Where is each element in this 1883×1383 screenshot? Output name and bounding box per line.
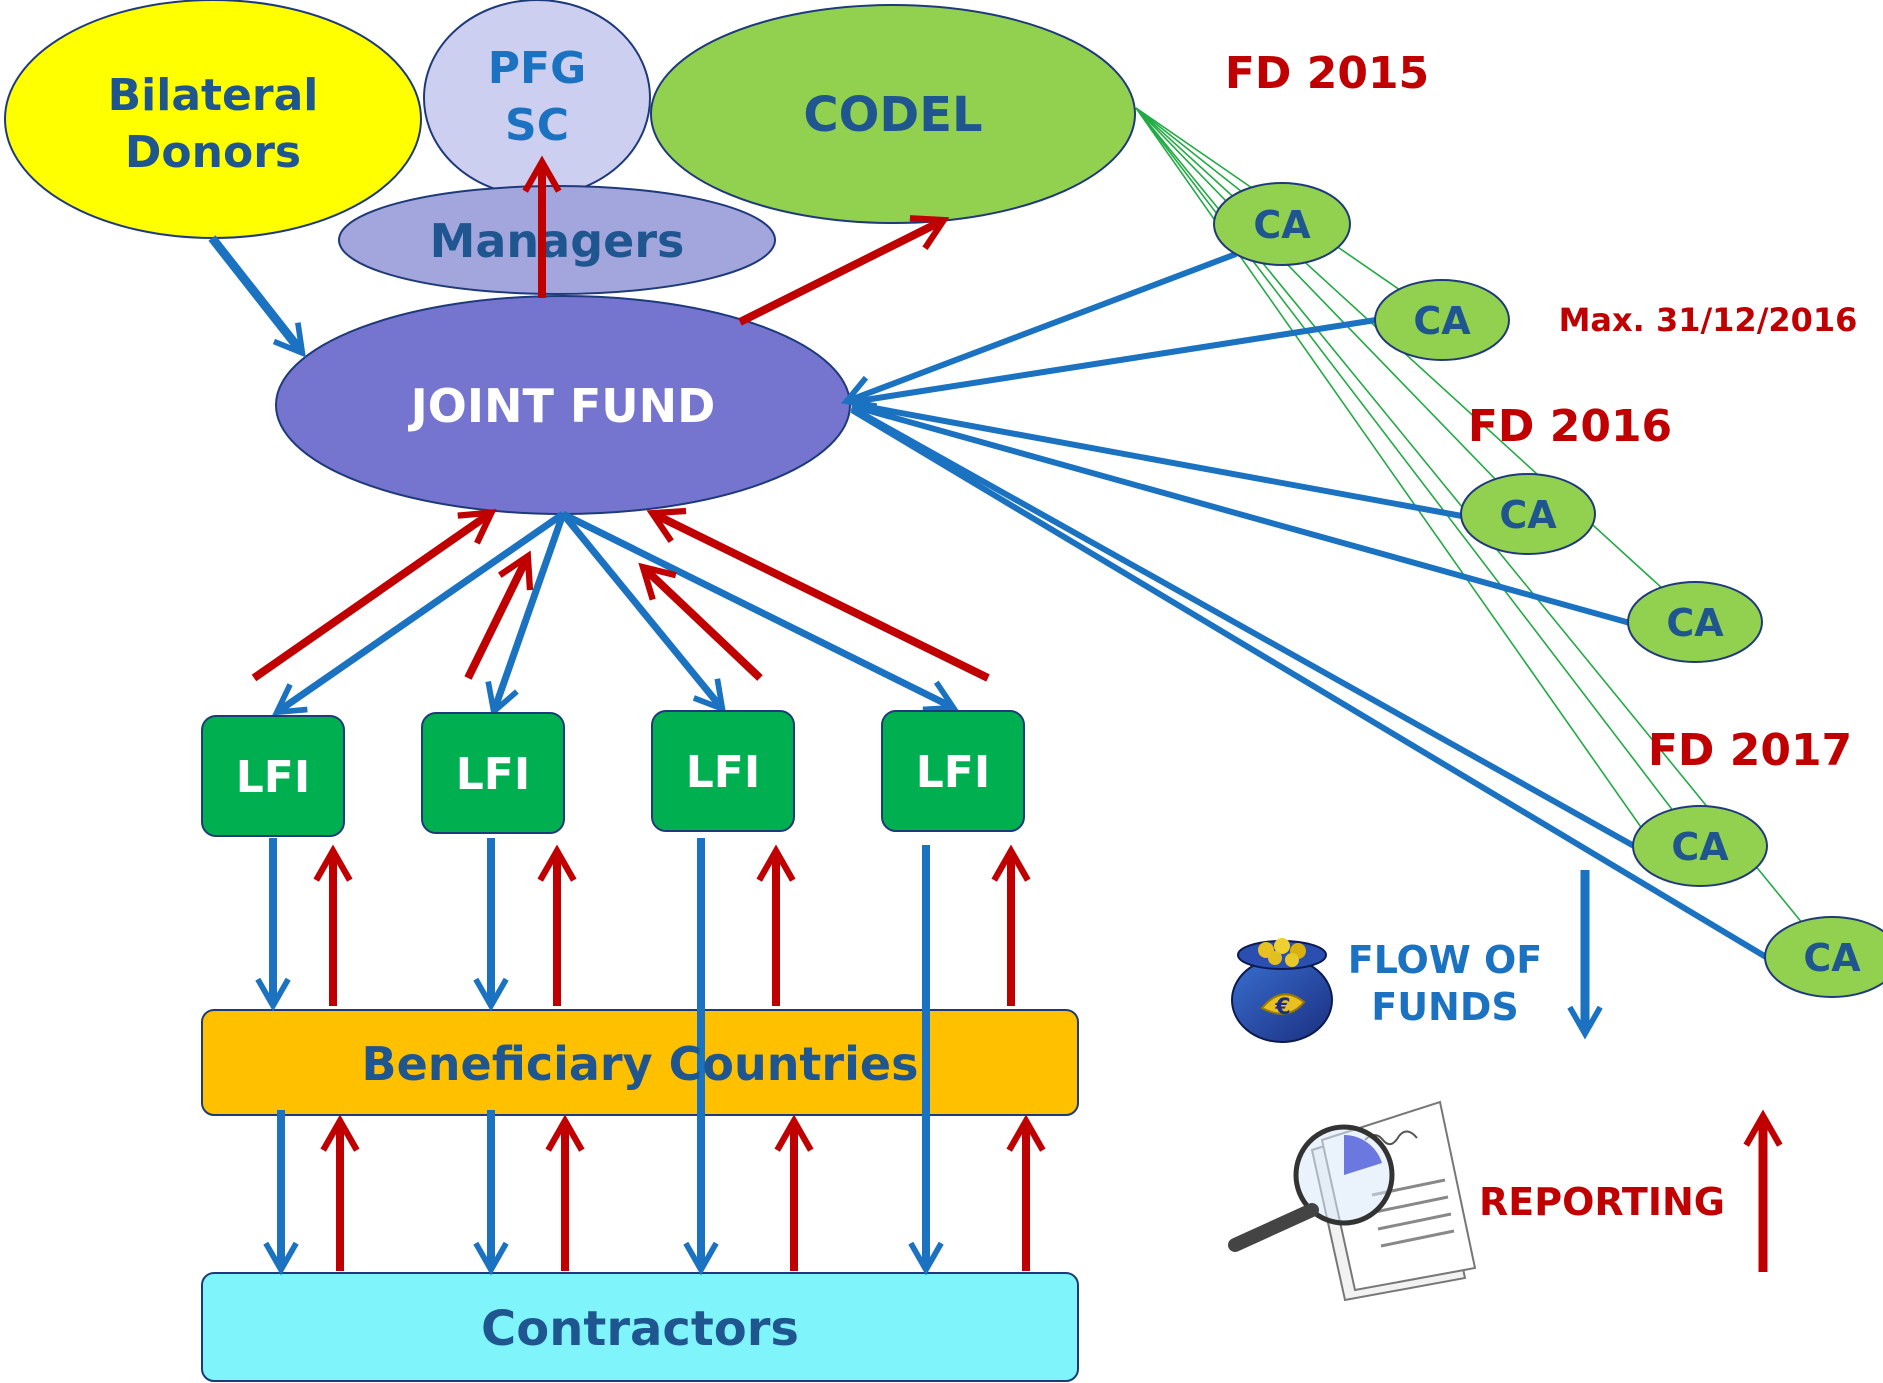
fund-lfi-flows [251,507,990,718]
beneficiary-countries-band [201,1009,1079,1116]
flow-of-funds-label-2: FUNDS [1371,985,1519,1029]
pfg-sc-node [423,0,651,197]
donors-to-fund-flow [208,235,306,358]
contractors-band [201,1272,1079,1382]
ca-label: CA [1671,825,1729,869]
ca-label: CA [1253,203,1311,247]
pfg-sc-label-2: SC [505,100,569,151]
lfi-box [201,715,345,837]
managers-label: Managers [430,214,685,268]
ca-node [1764,916,1883,998]
ca-nodes: CA CA CA CA CA CA [1213,182,1883,998]
money-bag-icon: € [1231,938,1333,1043]
codel-label: CODEL [803,87,982,143]
ca-node [1213,182,1351,266]
lower-flows [255,838,1046,1276]
fd-2017-label: FD 2017 [1648,725,1852,776]
ca-node [1460,473,1596,555]
lfi-nodes: LFI LFI LFI LFI [201,710,1025,837]
ca-to-joint-fund-flows [841,251,1768,960]
pfg-sc-label-1: PFG [488,43,586,94]
svg-text:€: € [1274,995,1290,1020]
lfi-box [651,710,795,832]
ca-node [1374,279,1510,361]
ca-node [1632,805,1768,887]
fd-2015-label: FD 2015 [1225,48,1429,99]
ca-label: CA [1666,601,1724,645]
bilateral-donors-label-1: Bilateral [108,70,319,121]
magnifier-document-icon [1228,1100,1477,1302]
bilateral-donors-label-2: Donors [125,127,301,178]
ca-node [1627,581,1763,663]
lfi-box [881,710,1025,832]
beneficiary-countries-label: Beneficiary Countries [362,1037,919,1091]
lfi-label: LFI [916,747,990,798]
lfi-box [421,712,565,834]
ca-label: CA [1413,299,1471,343]
contractors-label: Contractors [481,1301,799,1357]
lfi-label: LFI [686,747,760,798]
flow-of-funds-label-1: FLOW OF [1348,938,1543,982]
ca-label: CA [1803,936,1861,980]
max-date-label: Max. 31/12/2016 [1559,301,1858,339]
ca-label: CA [1499,493,1557,537]
lfi-label: LFI [456,749,530,800]
codel-node [650,4,1136,224]
lfi-label: LFI [236,752,310,803]
fund-to-codel-report [738,215,950,326]
fd-2016-label: FD 2016 [1468,401,1672,452]
top-flows [208,155,950,358]
reporting-label: REPORTING [1479,1180,1725,1224]
joint-fund-label: JOINT FUND [408,379,716,433]
legend: € FLOW OF FUNDS REPORTING [1228,870,1783,1302]
